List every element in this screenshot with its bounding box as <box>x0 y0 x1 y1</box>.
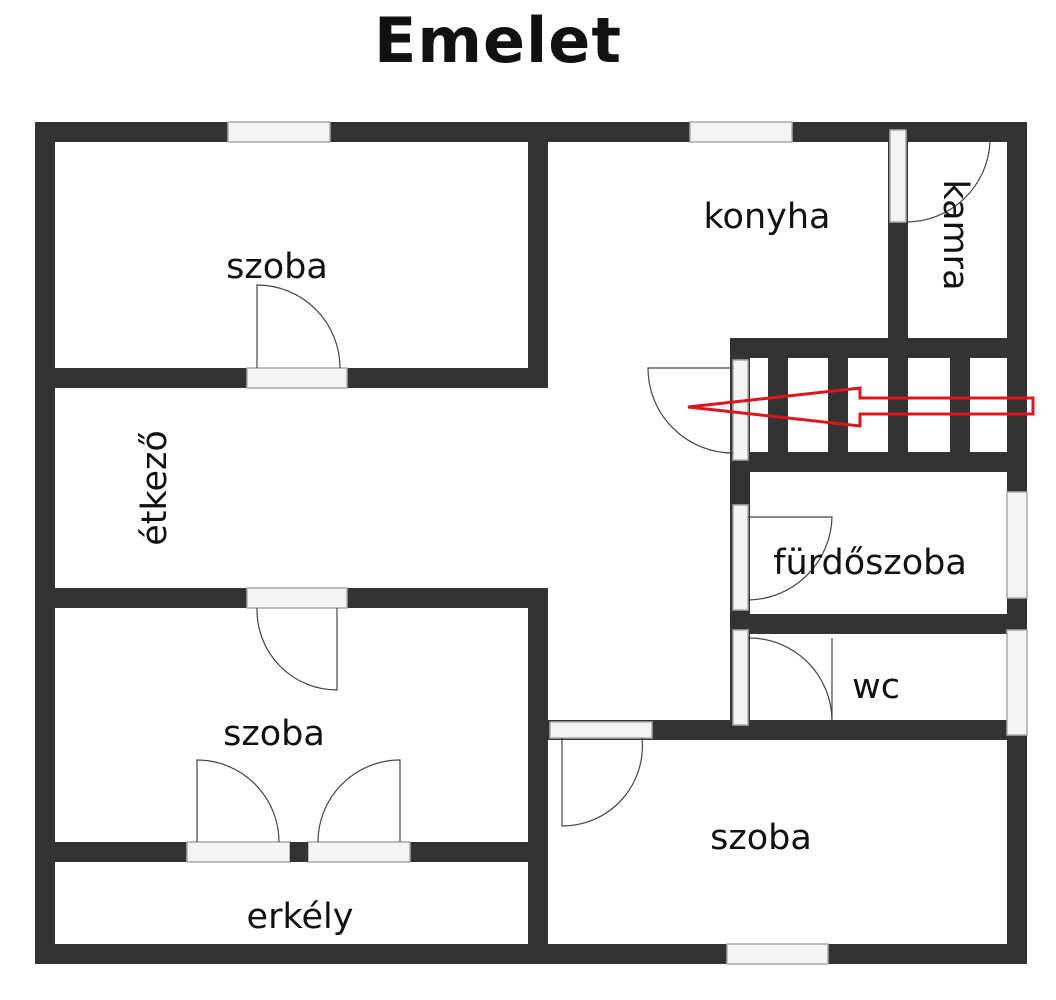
windows-and-doors <box>186 121 1028 965</box>
room-label-szoba-bottom-right: szoba <box>710 818 812 858</box>
room-label-erkely: erkély <box>247 897 354 937</box>
room-label-wc: wc <box>852 667 900 707</box>
room-label-szoba-top-left: szoba <box>226 247 328 287</box>
room-label-szoba-bottom-left: szoba <box>223 714 325 754</box>
room-label-furdoszoba: fürdőszoba <box>773 543 967 583</box>
room-label-kamra: kamra <box>935 179 975 290</box>
stairs-arrow-icon <box>687 386 1035 428</box>
floor-title: Emelet <box>374 4 622 77</box>
room-label-etkezo: étkező <box>135 430 175 546</box>
room-label-konyha: konyha <box>704 197 831 237</box>
